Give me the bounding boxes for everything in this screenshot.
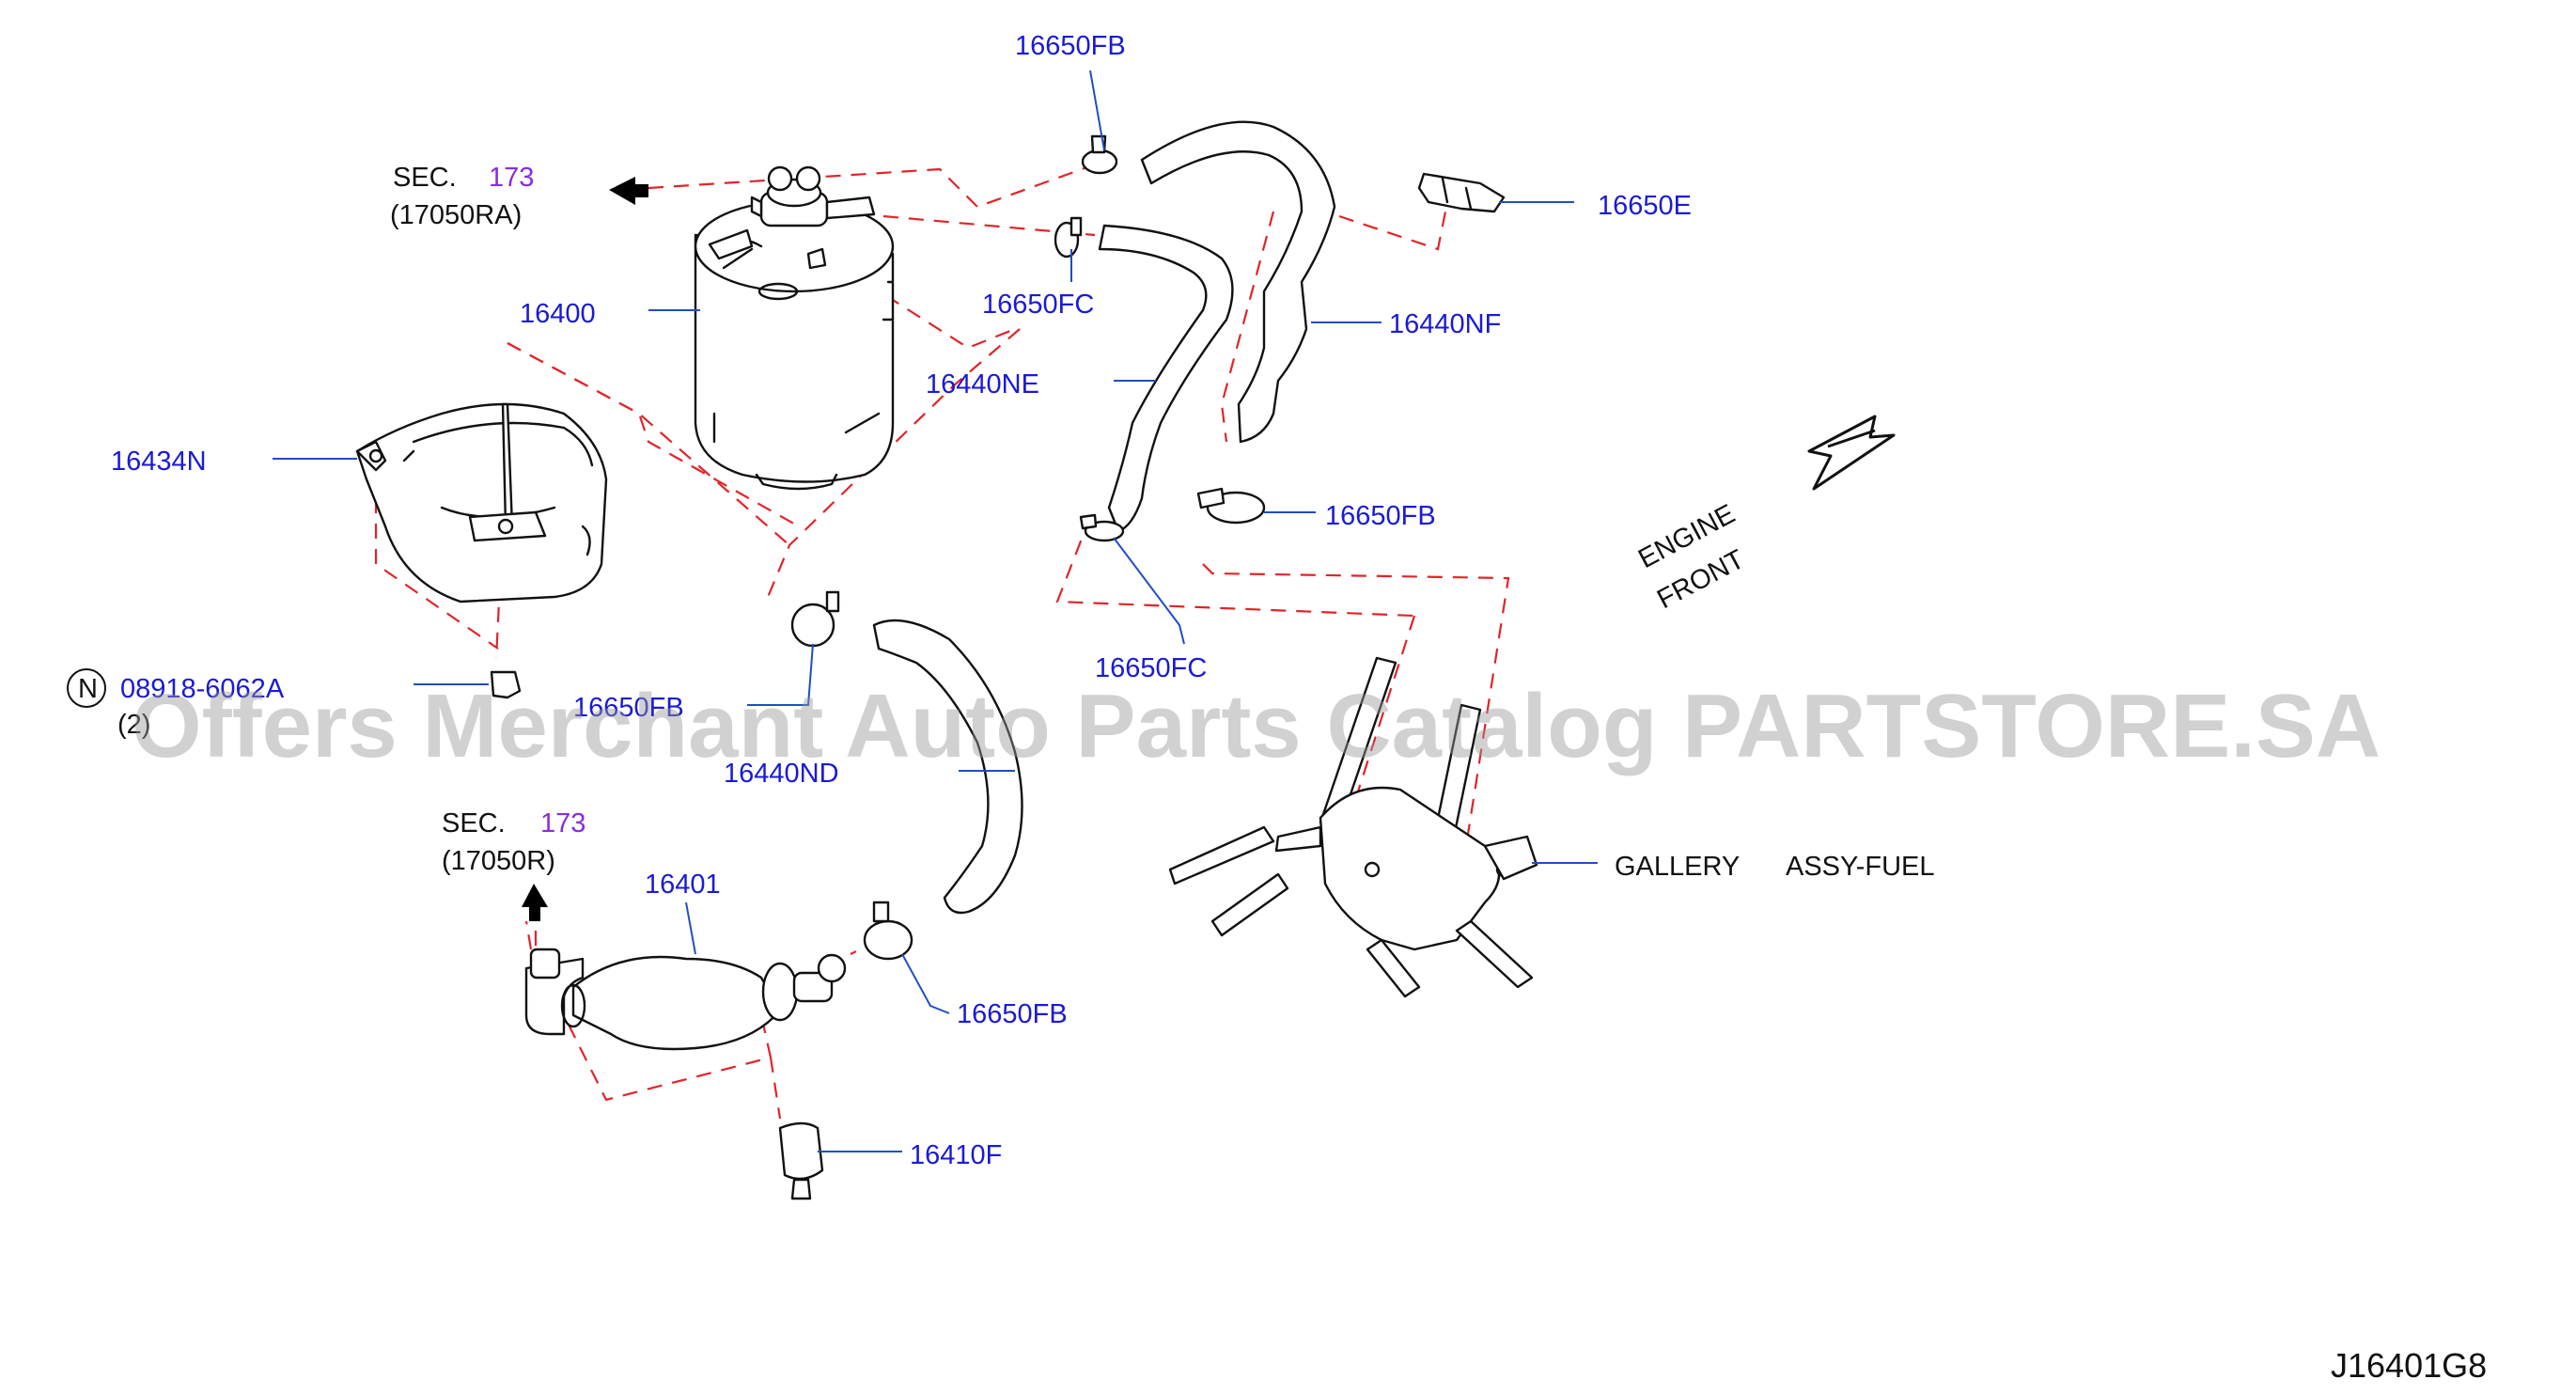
- clamp-16650FB-left: [790, 590, 840, 648]
- watermark-text: Offers Merchant Auto Parts Catalog PARTS…: [132, 676, 2381, 776]
- engine-front-arrow: [1807, 415, 1896, 491]
- clamp-16650FC-mid: [1079, 513, 1125, 542]
- label-16440ND: 16440ND: [724, 759, 839, 789]
- sec-top-ref: (17050RA): [390, 200, 522, 230]
- bracket-16434N: [355, 402, 608, 603]
- sec-arrow-top: [609, 177, 648, 205]
- sec-bottom-ref: (17050R): [442, 846, 555, 876]
- hose-16440NE: [1098, 224, 1234, 533]
- fuel-filter-16400: [694, 165, 895, 491]
- clamp-16650FB-bottom: [863, 901, 913, 961]
- clamp-16650FB-mid: [1196, 487, 1266, 525]
- clamp-16650FC-top: [1054, 216, 1083, 259]
- bolt-badge-circle: [67, 668, 106, 708]
- gallery-label-1: GALLERY: [1615, 852, 1740, 882]
- label-16650E: 16650E: [1598, 191, 1692, 221]
- label-16650FB-top: 16650FB: [1015, 31, 1126, 61]
- label-16440NE: 16440NE: [926, 369, 1039, 400]
- hose-16440NF: [1140, 120, 1336, 444]
- gallery-assy-fuel: [1168, 656, 1538, 998]
- sec-arrow-bottom: [522, 884, 548, 921]
- label-16440NF: 16440NF: [1389, 309, 1501, 339]
- sec-top-number: 173: [489, 163, 534, 193]
- gallery-label-2: ASSY-FUEL: [1786, 852, 1935, 882]
- label-16650FB-mid: 16650FB: [1325, 501, 1436, 531]
- label-16400: 16400: [520, 299, 596, 329]
- bolt-badge-letter: N: [78, 674, 98, 704]
- sec-bottom-prefix: SEC.: [442, 808, 506, 839]
- leader-lines: [273, 70, 1598, 1152]
- label-16410F: 16410F: [910, 1140, 1002, 1170]
- label-16650FB-left: 16650FB: [573, 693, 684, 723]
- clip-16650E: [1417, 172, 1506, 213]
- bolt-08918-6062A: [490, 670, 522, 699]
- label-bolt: 08918-6062A: [120, 674, 285, 704]
- sec-bottom-number: 173: [540, 808, 585, 839]
- assembly-dashed-lines: [374, 163, 1510, 1120]
- figure-id: J16401G8: [2331, 1346, 2487, 1385]
- clip-16410F: [778, 1121, 824, 1200]
- label-16650FB-bottom: 16650FB: [957, 999, 1068, 1029]
- hose-16440ND: [872, 619, 1023, 915]
- priming-pump-16401: [524, 948, 847, 1051]
- clamp-16650FB-top: [1081, 134, 1118, 175]
- sec-top-prefix: SEC.: [393, 163, 457, 193]
- label-16650FC-top: 16650FC: [982, 290, 1094, 320]
- label-bolt-qty: (2): [117, 710, 150, 740]
- label-16650FC-mid: 16650FC: [1095, 653, 1207, 683]
- label-16434N: 16434N: [111, 447, 207, 477]
- label-16401: 16401: [645, 870, 721, 900]
